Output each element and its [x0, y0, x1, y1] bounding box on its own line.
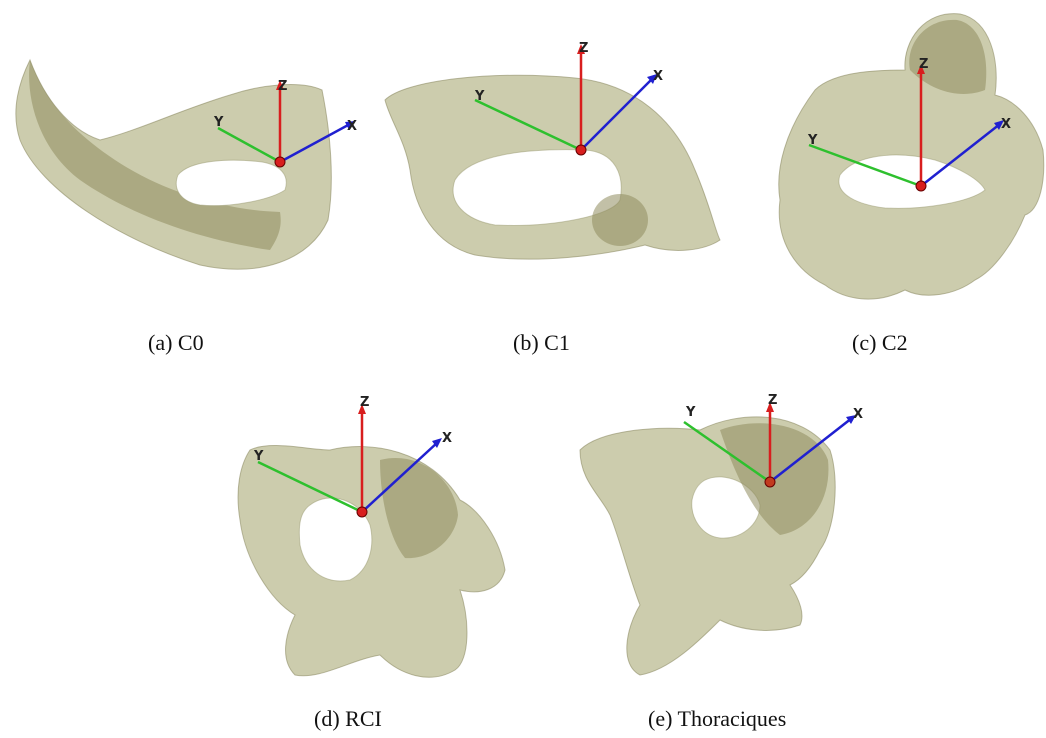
origin-point	[575, 144, 587, 156]
x-label: X	[653, 69, 663, 84]
z-label: Z	[919, 57, 928, 72]
x-axis	[920, 123, 1001, 187]
z-arrowhead	[358, 404, 366, 414]
thor-axes: Z Y X	[683, 393, 863, 488]
x-axis	[279, 122, 351, 164]
z-label: Z	[768, 393, 777, 408]
z-arrowhead	[766, 402, 774, 412]
x-arrowhead	[647, 74, 657, 84]
caption-rci: (d) RCI	[314, 706, 382, 731]
c0-foramen	[175, 159, 287, 207]
z-arrowhead	[917, 64, 925, 74]
vertebra-rci-figure	[237, 445, 506, 678]
x-axis	[769, 417, 853, 483]
z-arrowhead	[276, 80, 284, 90]
rci-body-shadow	[380, 458, 458, 559]
x-label: X	[1001, 117, 1011, 132]
x-axis	[580, 77, 654, 151]
caption-c1: (b) C1	[513, 330, 570, 355]
x-label: X	[347, 119, 357, 134]
x-axis	[361, 441, 439, 513]
y-label: Y	[253, 449, 264, 464]
y-label: Y	[807, 133, 818, 148]
c2-dens	[909, 19, 987, 94]
origin-point	[764, 476, 776, 488]
c1-articular-facet	[592, 194, 648, 246]
c2-axes: Z Y X	[807, 57, 1011, 192]
x-arrowhead	[994, 120, 1004, 130]
panel-thor: Z Y X	[570, 390, 870, 690]
z-arrowhead	[577, 44, 585, 54]
origin-point	[915, 180, 927, 192]
y-axis	[683, 420, 771, 484]
caption-c2: (c) C2	[852, 330, 908, 355]
x-arrowhead	[432, 438, 442, 448]
z-label: Z	[579, 41, 588, 56]
c1-axes: Z Y X	[474, 41, 663, 156]
panel-c2: Z Y X	[775, 10, 1046, 310]
z-label: Z	[278, 79, 287, 94]
vertebra-c1-figure	[384, 74, 721, 260]
y-axis	[257, 460, 363, 514]
origin-point	[356, 506, 368, 518]
panel-c1: Z Y X	[375, 40, 735, 280]
c0-axes: Z Y X	[213, 79, 357, 168]
x-label: X	[853, 407, 863, 422]
caption-c0: (a) C0	[148, 330, 204, 355]
caption-thor: (e) Thoraciques	[648, 706, 787, 731]
y-label: Y	[213, 115, 224, 130]
x-label: X	[442, 431, 452, 446]
y-axis	[808, 143, 922, 188]
c0-occipital-flap	[29, 60, 281, 250]
rci-axes: Z Y X	[253, 395, 452, 518]
y-axis	[474, 98, 582, 152]
y-label: Y	[474, 89, 485, 104]
panel-rci: Z Y X	[230, 390, 520, 690]
x-arrowhead	[345, 121, 355, 130]
z-label: Z	[360, 395, 369, 410]
y-axis	[217, 126, 281, 164]
y-label: Y	[685, 405, 696, 420]
x-arrowhead	[846, 415, 856, 424]
panel-c0: Z Y X	[0, 40, 357, 280]
vertebra-c0-figure	[15, 58, 332, 270]
rci-foramen	[298, 497, 373, 582]
origin-point	[274, 156, 286, 168]
